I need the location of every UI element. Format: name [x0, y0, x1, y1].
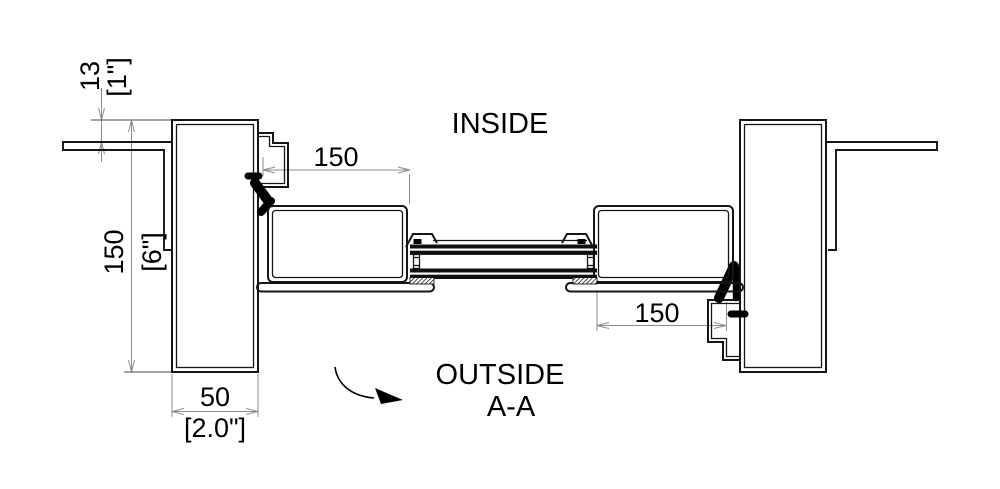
left-glazing-lip: [256, 282, 435, 293]
dimension-wall-offset: 13 [1"]: [75, 57, 172, 162]
glass-unit: [405, 233, 598, 285]
dim-left-opening-metric: 150: [313, 142, 358, 172]
dimension-frame-width: 50 [2.0"]: [171, 374, 259, 443]
dim-wall-offset-imperial: [1"]: [102, 57, 132, 97]
right-wall: [827, 141, 938, 251]
glass-spacer-right: [586, 253, 595, 270]
dimension-right-opening: 150: [596, 291, 727, 331]
dim-wall-offset-metric: 13: [75, 61, 105, 91]
left-gasket: [244, 172, 275, 216]
section-mark-label: A-A: [487, 391, 536, 423]
dimension-frame-depth: 150 [6"]: [99, 119, 172, 373]
dimension-left-opening: 150: [262, 142, 411, 204]
dim-frame-width-imperial: [2.0"]: [184, 413, 246, 443]
right-door-panel: [593, 205, 734, 283]
glazing-clip-left: [405, 233, 438, 248]
outside-label: OUTSIDE: [436, 359, 565, 391]
dim-frame-width-metric: 50: [200, 382, 230, 412]
left-door-panel: [267, 205, 408, 283]
setting-block-left: [409, 277, 435, 285]
glass-pane-bottom: [410, 268, 597, 273]
inside-label: INSIDE: [452, 108, 549, 140]
left-frame-profile: [258, 132, 289, 188]
dim-right-opening-metric: 150: [634, 298, 679, 328]
setting-block-right: [572, 277, 598, 285]
right-frame-profile: [707, 299, 740, 361]
right-jamb-column: [739, 119, 827, 373]
glass-pane-top: [410, 244, 597, 249]
glass-spacer-left: [412, 253, 421, 270]
section-view-arrow: [334, 366, 403, 404]
left-wall: [62, 141, 173, 251]
dim-frame-depth-metric: 150: [99, 229, 129, 274]
glazing-clip-right: [561, 233, 594, 248]
right-glazing-lip: [565, 282, 744, 293]
dim-frame-depth-imperial: [6"]: [137, 232, 167, 272]
left-jamb-column: [171, 119, 259, 373]
